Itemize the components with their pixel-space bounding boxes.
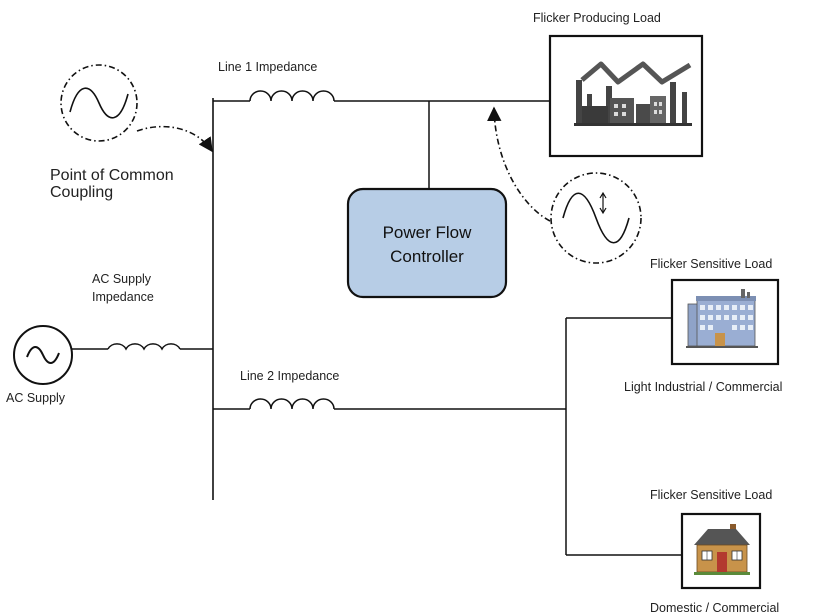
sensitive-load-1-title: Flicker Sensitive Load <box>650 257 772 271</box>
line1-inductor <box>249 90 335 102</box>
ac-impedance-label-line1: AC Supply <box>92 272 152 286</box>
line1-branch <box>213 90 550 189</box>
sensitive-load-1-caption: Light Industrial / Commercial <box>624 380 782 394</box>
flicker-producing-load-box <box>548 34 704 158</box>
ac-impedance-label-line2: Impedance <box>92 290 154 304</box>
controller-label-line2: Controller <box>390 247 464 266</box>
sine-wave-icon <box>26 346 60 364</box>
line2-inductor <box>249 398 335 410</box>
office-building-icon <box>686 289 758 348</box>
line2-branch <box>213 317 682 556</box>
pcc-label-line2: Coupling <box>50 184 113 201</box>
ac-supply-inductor <box>107 343 181 351</box>
pcc-label-line1: Point of Common <box>50 167 174 184</box>
flicker-arrow <box>487 106 551 222</box>
controller-label-line1: Power Flow <box>383 223 473 242</box>
house-icon <box>694 524 750 575</box>
ac-supply-branch <box>13 325 213 385</box>
flicker-wave-bubble <box>487 106 642 264</box>
factory-icon <box>574 61 692 126</box>
sensitive-load-2-caption: Domestic / Commercial <box>650 601 779 615</box>
sine-wave-icon <box>69 87 129 119</box>
power-flow-controller: Power Flow Controller <box>346 187 508 299</box>
pcc-arrow <box>136 125 213 153</box>
flicker-producing-label: Flicker Producing Load <box>533 11 661 25</box>
sensitive-load-2-box <box>680 512 762 590</box>
ac-supply-label: AC Supply <box>6 391 66 405</box>
line2-label: Line 2 Impedance <box>240 369 339 383</box>
sensitive-load-1-box <box>670 278 780 366</box>
pcc-source-bubble <box>60 64 213 153</box>
sensitive-load-2-title: Flicker Sensitive Load <box>650 488 772 502</box>
line1-label: Line 1 Impedance <box>218 60 317 74</box>
flicker-wave-icon <box>562 192 630 244</box>
